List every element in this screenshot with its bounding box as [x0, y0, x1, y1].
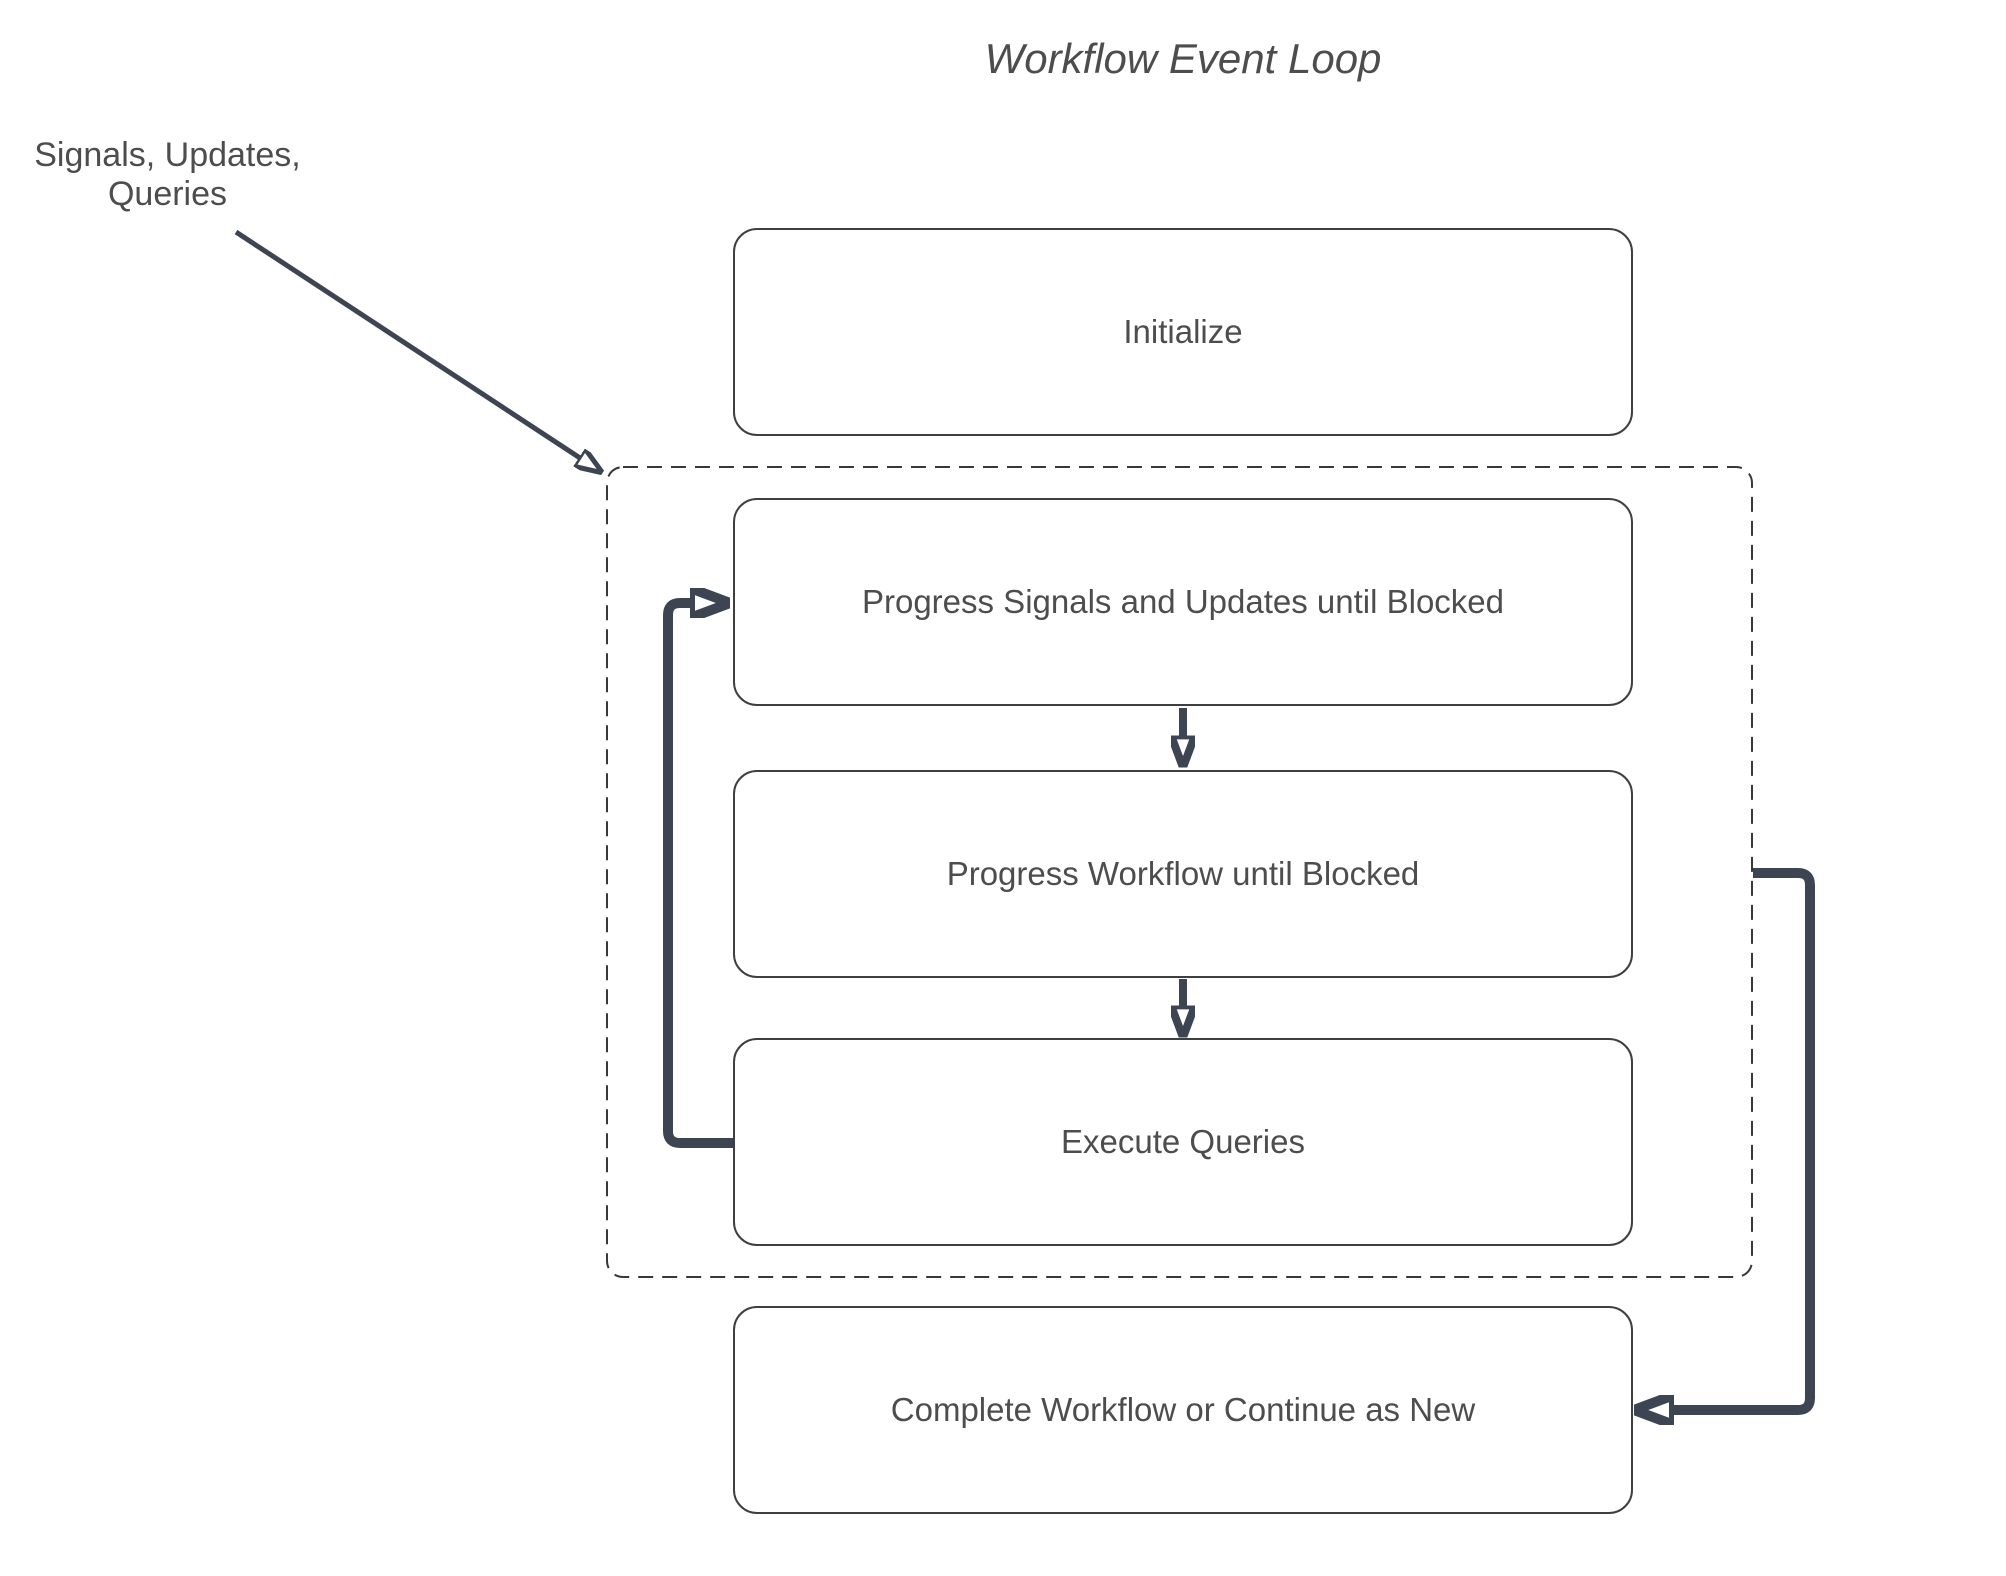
annotation-line-2: Queries: [107, 175, 228, 213]
loop-back-arrow: [663, 603, 733, 1148]
node-progress-signals-label: Progress Signals and Updates until Block…: [861, 583, 1505, 620]
continue-as-new-arrow: [1672, 868, 1815, 1410]
node-progress-workflow-label: Progress Workflow until Blocked: [946, 855, 1420, 892]
node-initialize: Initialize: [733, 228, 1633, 436]
diagram-title: Workflow Event Loop: [984, 35, 1382, 82]
node-complete: Complete Workflow or Continue as New: [733, 1306, 1633, 1514]
node-progress-workflow: Progress Workflow until Blocked: [733, 770, 1633, 978]
node-progress-signals: Progress Signals and Updates until Block…: [733, 498, 1633, 706]
node-initialize-label: Initialize: [1123, 313, 1243, 350]
node-complete-label: Complete Workflow or Continue as New: [890, 1391, 1476, 1428]
signals-input-arrow: [234, 229, 580, 458]
annotation-line-1: Signals, Updates,: [34, 136, 301, 174]
node-execute-queries: Execute Queries: [733, 1038, 1633, 1246]
signals-updates-queries-label: Signals, Updates, Queries: [25, 136, 310, 214]
node-execute-queries-label: Execute Queries: [1061, 1123, 1305, 1160]
